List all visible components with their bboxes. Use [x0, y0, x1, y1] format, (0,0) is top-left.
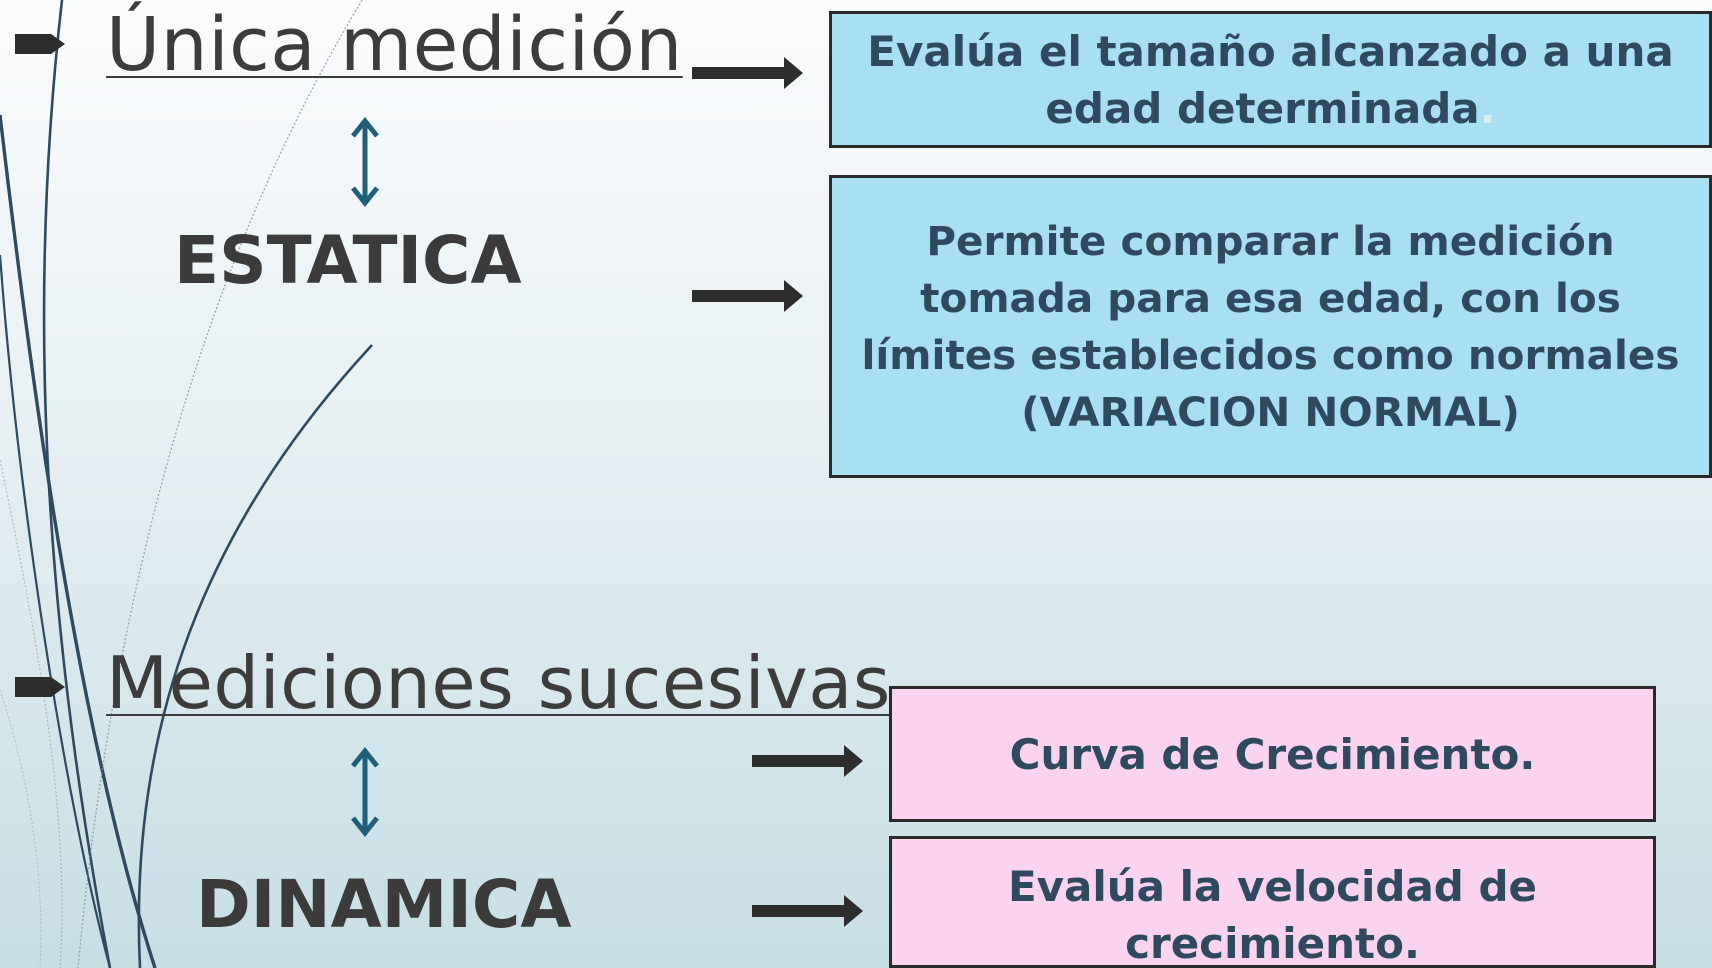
box-growth-curve-text: Curva de Crecimiento.: [1009, 729, 1536, 779]
category-static: ESTATICA: [174, 222, 522, 299]
right-arrow-icon: [692, 280, 803, 312]
box-size-at-age-trailing-dot: .: [1479, 83, 1496, 133]
box-size-at-age: Evalúa el tamaño alcanzado a una edad de…: [829, 11, 1712, 148]
right-arrow-icon: [692, 57, 803, 89]
box-compare-normal-limits: Permite comparar la medición tomada para…: [829, 175, 1712, 478]
box-compare-normal-limits-text: Permite comparar la medición tomada para…: [861, 216, 1680, 436]
right-arrow-icon: [752, 745, 863, 777]
bullet-icon: [15, 677, 65, 697]
right-arrow-icon: [752, 895, 863, 927]
up-down-arrow-icon: [351, 746, 379, 838]
up-down-arrow-icon: [351, 116, 379, 208]
box-growth-velocity: Evalúa la velocidad de crecimiento.: [889, 836, 1656, 968]
category-dynamic: DINAMICA: [196, 866, 572, 943]
bullet-icon: [15, 34, 65, 54]
box-growth-curve: Curva de Crecimiento.: [889, 686, 1656, 822]
heading-single-measurement: Única medición: [106, 2, 683, 88]
heading-successive-measurements: Mediciones sucesivas: [106, 641, 891, 725]
box-size-at-age-main-text: Evalúa el tamaño alcanzado a una edad de…: [867, 26, 1674, 133]
box-size-at-age-text: Evalúa el tamaño alcanzado a una edad de…: [844, 23, 1697, 137]
box-growth-velocity-text: Evalúa la velocidad de crecimiento.: [1007, 862, 1538, 968]
